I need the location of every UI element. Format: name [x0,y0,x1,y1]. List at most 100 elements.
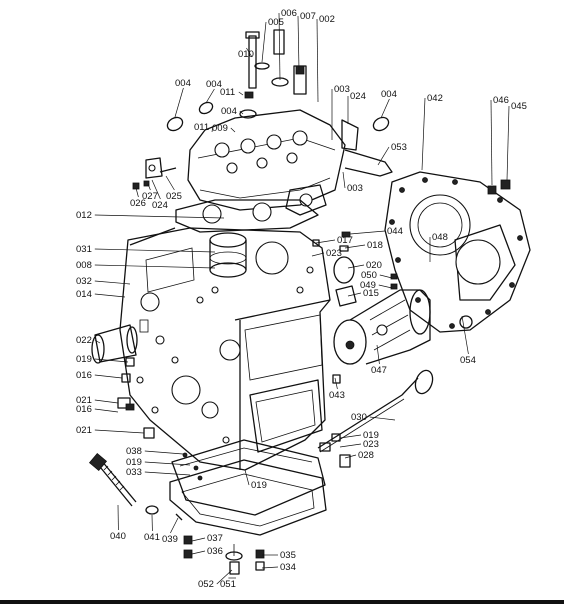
leader-line-c046 [490,99,493,186]
callout-c053: 053 [391,142,407,153]
leader-line-c024b [151,179,161,200]
leader-line-c004d [380,98,390,119]
callout-c017: 017 [337,235,353,246]
starter-motor [333,289,431,365]
callout-c051: 051 [220,579,236,590]
leader-line-c011b [211,126,214,133]
crankcase-block [119,227,331,471]
callout-c028: 028 [358,450,374,461]
leader-line-c020 [347,264,365,269]
callout-c019a: 019 [76,354,92,365]
callout-c004d: 004 [381,89,397,100]
leader-line-c023a [311,252,325,257]
leader-line-c017 [315,239,336,244]
leader-line-c018 [344,244,366,249]
callout-c012: 012 [76,210,92,221]
small-gaskets [166,101,390,151]
side-sensors [312,231,398,384]
callout-c009: 009 [212,123,228,134]
callout-c010: 010 [238,49,254,60]
callout-c007: 007 [300,11,316,22]
leader-line-c050 [379,274,393,279]
leader-line-c030 [369,416,396,421]
leader-line-c047 [376,344,380,365]
callout-c049: 049 [360,280,376,291]
leader-line-c022 [94,339,101,344]
callout-c023a: 023 [326,248,342,259]
callout-c004c: 004 [221,106,237,117]
callout-c019d: 019 [251,480,267,491]
valve-components [239,29,307,119]
callout-c032: 032 [76,276,92,287]
leader-line-c031 [94,248,216,253]
leader-line-c021a [94,399,119,404]
callout-c040: 040 [110,531,126,542]
callout-c039: 039 [162,534,178,545]
left-top-bolts [132,157,177,190]
callout-c024a: 024 [350,91,366,102]
leader-line-c019a [94,358,129,363]
callout-c043: 043 [329,390,345,401]
callout-c016b: 016 [76,404,92,415]
callout-c021a: 021 [76,395,92,406]
leader-line-c034 [261,566,279,569]
leader-line-c033 [144,471,191,476]
callout-c034: 034 [280,562,296,573]
leader-line-c054 [461,315,469,355]
leader-line-c019b [339,434,362,439]
leader-line-c026 [135,187,139,198]
callout-c054: 054 [460,355,476,366]
callout-c038: 038 [126,446,142,457]
callout-c044: 044 [387,226,403,237]
right-plugs [319,433,351,468]
leader-line-c028 [344,454,357,459]
leader-line-c011a [238,91,244,96]
callout-c011a: 011 [220,87,235,98]
leader-line-c005 [261,21,267,63]
callout-c031: 031 [76,244,92,255]
callout-c027: 027 [142,191,158,202]
long-bolt [88,452,137,507]
leader-line-c025 [165,175,175,191]
callout-c033: 033 [126,467,142,478]
callout-c011b: 011 [194,122,209,133]
callout-c045: 045 [511,101,527,112]
callout-c016a: 016 [76,370,92,381]
leader-line-c038 [144,450,184,455]
leader-line-c027 [147,183,151,191]
oil-pan [169,439,327,536]
leader-line-c009 [230,127,236,133]
callout-c021b: 021 [76,425,92,436]
callout-c015: 015 [363,288,379,299]
leader-line-c042 [421,97,426,171]
leader-line-c016b [94,408,119,413]
callout-c024b: 024 [152,200,168,211]
callout-c030: 030 [351,412,367,423]
left-plugs [117,357,155,439]
leader-line-c021b [94,429,145,434]
callout-c023b: 023 [363,439,379,450]
page-bottom-rule [0,600,564,604]
callout-c018: 018 [367,240,383,251]
flywheel-housing [384,171,531,333]
callout-c047: 047 [371,365,387,376]
callout-c003a: 003 [334,84,350,95]
leader-line-c015 [347,292,362,297]
leader-line-c007 [297,15,300,71]
callout-c004b: 004 [206,79,222,90]
leader-line-c014 [94,293,126,298]
leader-line-c019d [244,469,250,486]
leader-line-c002 [316,18,319,103]
callout-c035: 035 [280,550,296,561]
callout-c008: 008 [76,260,92,271]
callout-c046: 046 [493,95,509,106]
leader-line-c004c [239,110,244,115]
leader-line-c016a [94,374,123,379]
leader-line-c012 [94,214,225,219]
leader-line-c004a [174,87,184,118]
callout-c002: 002 [319,14,335,25]
leader-line-c044 [349,230,386,235]
callout-c042: 042 [427,93,443,104]
callout-c052: 052 [198,579,214,590]
